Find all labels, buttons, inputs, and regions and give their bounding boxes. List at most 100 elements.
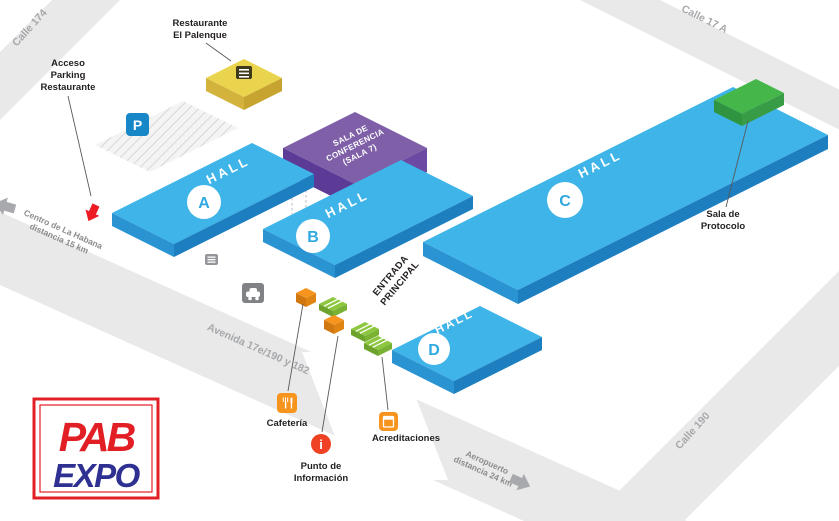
knife-handle xyxy=(290,403,293,409)
protocol-side-face xyxy=(714,100,742,126)
accreditations-callout-line xyxy=(381,356,389,411)
access-callout-line xyxy=(67,95,92,197)
kiosk-orange-2 xyxy=(324,315,344,334)
main-entrance-label: ENTRADA PRINCIPAL xyxy=(371,253,422,307)
protocol-building xyxy=(714,79,784,126)
canopy-slat xyxy=(355,323,371,332)
badge-header xyxy=(383,416,394,420)
car-body xyxy=(246,291,260,297)
info-icon-letter: i xyxy=(319,437,323,452)
fork-handle xyxy=(284,401,287,409)
airport-arrow-icon xyxy=(509,473,531,491)
cafeteria-icon xyxy=(277,393,297,413)
restaurant-side-face xyxy=(244,78,282,110)
canopy-side xyxy=(333,304,347,317)
knife-blade xyxy=(290,397,293,404)
hall-a-letter: A xyxy=(198,195,210,212)
hall-c-side-face xyxy=(423,242,518,304)
info-icon xyxy=(311,434,331,454)
canopy-green-2 xyxy=(351,322,379,342)
protocol-label: Sala de Protocolo xyxy=(701,209,746,232)
parking-letter: P xyxy=(133,117,142,133)
canopy-slat xyxy=(359,325,375,334)
restaurant-callout-line xyxy=(205,42,232,62)
canopy-side xyxy=(364,343,378,356)
restaurant-label: Restaurante El Palenque xyxy=(173,18,228,41)
car-icon xyxy=(242,283,264,303)
canopy-slat xyxy=(372,339,388,348)
canopy-side xyxy=(378,343,392,356)
calle-174-road xyxy=(0,0,120,120)
hall-b-side-face xyxy=(335,196,473,278)
info-label-line: Información xyxy=(294,473,349,484)
stairs-line xyxy=(207,261,216,263)
protocol-top-face xyxy=(714,79,784,114)
hall-c-side-face xyxy=(518,135,828,304)
fork-prong xyxy=(282,397,284,402)
kiosk-side xyxy=(334,320,344,334)
accreditations-poi: Acreditaciones xyxy=(372,412,440,444)
restaurant-building xyxy=(206,59,282,110)
hall-c-badge xyxy=(547,182,583,218)
info-poi: i Punto de Información xyxy=(294,434,349,484)
kiosk-orange-1 xyxy=(296,288,316,307)
parking-access-label: Acceso Parking Restaurante xyxy=(41,58,96,93)
canopy-side xyxy=(351,329,365,342)
grill-line xyxy=(239,69,249,71)
info-callout-line xyxy=(321,335,339,433)
cafeteria-poi: Cafetería xyxy=(267,393,308,429)
parking-lot xyxy=(95,101,238,172)
protocol-side-face xyxy=(742,93,784,126)
canopy-side xyxy=(365,329,379,342)
accreditations-icon xyxy=(379,412,398,431)
access-label-line: Parking xyxy=(51,70,86,81)
havana-arrow-icon xyxy=(0,197,17,215)
hall-d: HALL D xyxy=(392,306,542,394)
pabexpo-logo: PAB EXPO xyxy=(32,397,160,500)
access-label-line: Restaurante xyxy=(41,82,96,93)
hall-c: HALL C xyxy=(423,87,828,304)
canopy-green-3 xyxy=(364,336,392,356)
protocol-callout-line xyxy=(725,120,749,208)
plaza-structures xyxy=(205,254,392,356)
accreditations-label: Acreditaciones xyxy=(372,433,440,444)
stairs-icon xyxy=(205,254,218,265)
hall-c-top-face xyxy=(423,87,828,290)
hall-b-badge xyxy=(296,219,330,253)
hall-a-side-face xyxy=(174,174,314,257)
fork-prong xyxy=(287,397,289,402)
stairs-line xyxy=(207,259,216,261)
parking-area: P xyxy=(95,101,238,172)
car-wheel xyxy=(248,296,252,301)
hall-b-letter: B xyxy=(307,229,319,246)
access-arrow-icon xyxy=(85,203,100,222)
hall-c-letter: C xyxy=(559,193,571,210)
cafeteria-callout-line xyxy=(287,303,304,392)
hall-d-side-face xyxy=(392,350,454,394)
access-label-line: Acceso xyxy=(51,58,85,69)
kiosk-side xyxy=(324,320,334,334)
logo-inner-frame xyxy=(39,404,153,493)
grill-line xyxy=(239,76,249,78)
hall-d-letter: D xyxy=(428,342,440,359)
cafeteria-label: Cafetería xyxy=(267,418,308,429)
canopy-green-1 xyxy=(319,297,347,317)
info-label-line: Punto de xyxy=(301,461,342,472)
hall-d-side-face xyxy=(454,337,542,394)
car-wheel xyxy=(255,296,259,301)
hall-d-badge xyxy=(418,333,450,365)
calle-190-road xyxy=(589,271,839,521)
entrance-crossing xyxy=(302,352,448,480)
restaurant-side-face xyxy=(206,78,244,110)
restaurant-label-line: Restaurante xyxy=(173,18,228,29)
logo-text-expo: EXPO xyxy=(53,457,141,494)
parking-icon xyxy=(126,113,149,136)
canopy-side xyxy=(319,304,333,317)
grill-line xyxy=(239,72,249,75)
canopy-slat xyxy=(368,337,384,346)
hall-a-badge xyxy=(187,185,221,219)
restaurant-label-line: El Palenque xyxy=(173,30,227,41)
car-cabin xyxy=(249,288,257,293)
